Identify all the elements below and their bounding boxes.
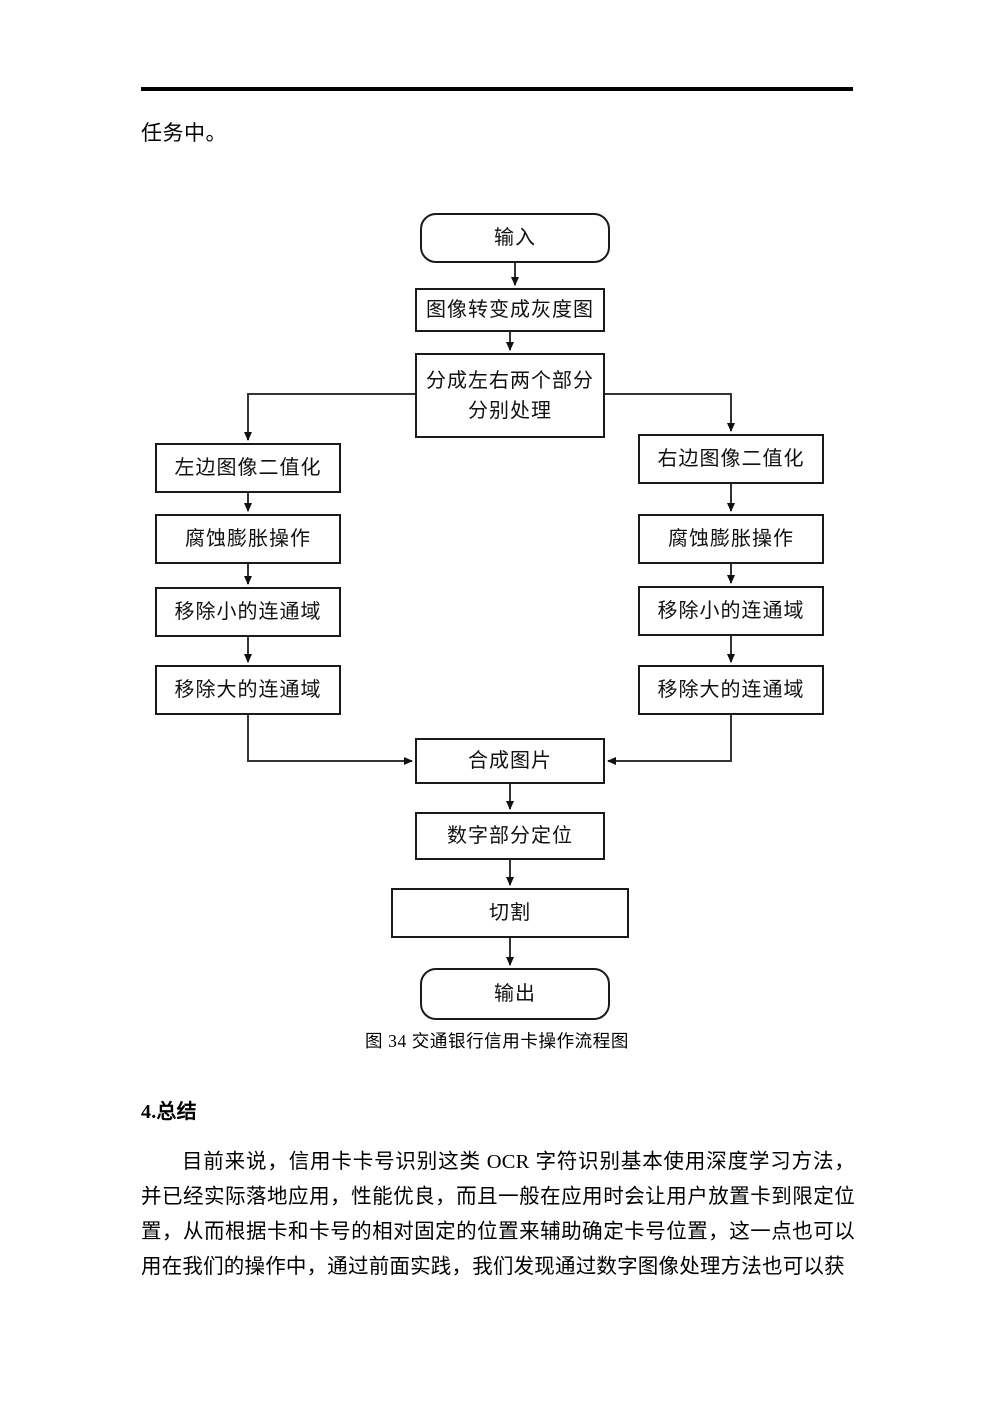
flow-node-left-binarize[interactable]: 左边图像二值化 bbox=[155, 443, 341, 493]
flow-node-right-binarize[interactable]: 右边图像二值化 bbox=[638, 434, 824, 484]
figure-caption: 图 34 交通银行信用卡操作流程图 bbox=[365, 1031, 629, 1051]
flow-node-grayscale[interactable]: 图像转变成灰度图 bbox=[415, 288, 605, 332]
edge-split-left bbox=[244, 393, 415, 441]
flow-node-right-remove-small[interactable]: 移除小的连通域 bbox=[638, 586, 824, 636]
edge-split-right bbox=[605, 393, 735, 432]
flow-node-output[interactable]: 输出 bbox=[420, 968, 610, 1020]
edge-left-merge bbox=[247, 715, 413, 765]
flow-node-right-remove-small-label: 移除小的连通域 bbox=[657, 600, 805, 622]
flow-node-right-morphology[interactable]: 腐蚀膨胀操作 bbox=[638, 514, 824, 564]
flow-node-left-morphology[interactable]: 腐蚀膨胀操作 bbox=[155, 514, 341, 564]
flow-node-left-morphology-label: 腐蚀膨胀操作 bbox=[185, 528, 311, 550]
section-heading: 4.总结 bbox=[141, 1101, 197, 1123]
flowchart: 输入 图像转变成灰度图 分成左右两个部分 分别处理 左边图像二值化 腐蚀膨胀操作… bbox=[155, 213, 824, 1020]
flow-node-segment-label: 切割 bbox=[489, 902, 531, 924]
header-rule bbox=[141, 87, 853, 91]
flow-node-left-binarize-label: 左边图像二值化 bbox=[174, 457, 322, 479]
flow-node-right-morphology-label: 腐蚀膨胀操作 bbox=[668, 528, 794, 550]
flow-node-locate-digits[interactable]: 数字部分定位 bbox=[415, 812, 605, 860]
flow-node-locate-digits-label: 数字部分定位 bbox=[447, 825, 573, 847]
flow-node-input-label: 输入 bbox=[494, 227, 536, 249]
flow-node-input[interactable]: 输入 bbox=[420, 213, 610, 263]
flow-node-grayscale-label: 图像转变成灰度图 bbox=[426, 299, 594, 321]
flow-node-split-label: 分成左右两个部分 分别处理 bbox=[426, 369, 594, 422]
flow-node-left-remove-small[interactable]: 移除小的连通域 bbox=[155, 587, 341, 637]
body-paragraph: 目前来说，信用卡卡号识别这类 OCR 字符识别基本使用深度学习方法，并已经实际落… bbox=[141, 1151, 855, 1278]
flow-node-left-remove-small-label: 移除小的连通域 bbox=[174, 601, 322, 623]
flow-node-right-binarize-label: 右边图像二值化 bbox=[657, 448, 805, 470]
flow-node-right-remove-large[interactable]: 移除大的连通域 bbox=[638, 665, 824, 715]
flow-node-segment[interactable]: 切割 bbox=[391, 888, 629, 938]
flow-node-split[interactable]: 分成左右两个部分 分别处理 bbox=[415, 353, 605, 438]
flow-node-left-remove-large[interactable]: 移除大的连通域 bbox=[155, 665, 341, 715]
intro-text: 任务中。 bbox=[141, 121, 227, 145]
flow-node-left-remove-large-label: 移除大的连通域 bbox=[174, 679, 322, 701]
flow-node-right-remove-large-label: 移除大的连通域 bbox=[657, 679, 805, 701]
flow-node-merge[interactable]: 合成图片 bbox=[415, 738, 605, 784]
flow-node-merge-label: 合成图片 bbox=[468, 750, 552, 772]
edge-right-merge bbox=[607, 715, 732, 765]
flow-node-output-label: 输出 bbox=[494, 983, 536, 1005]
